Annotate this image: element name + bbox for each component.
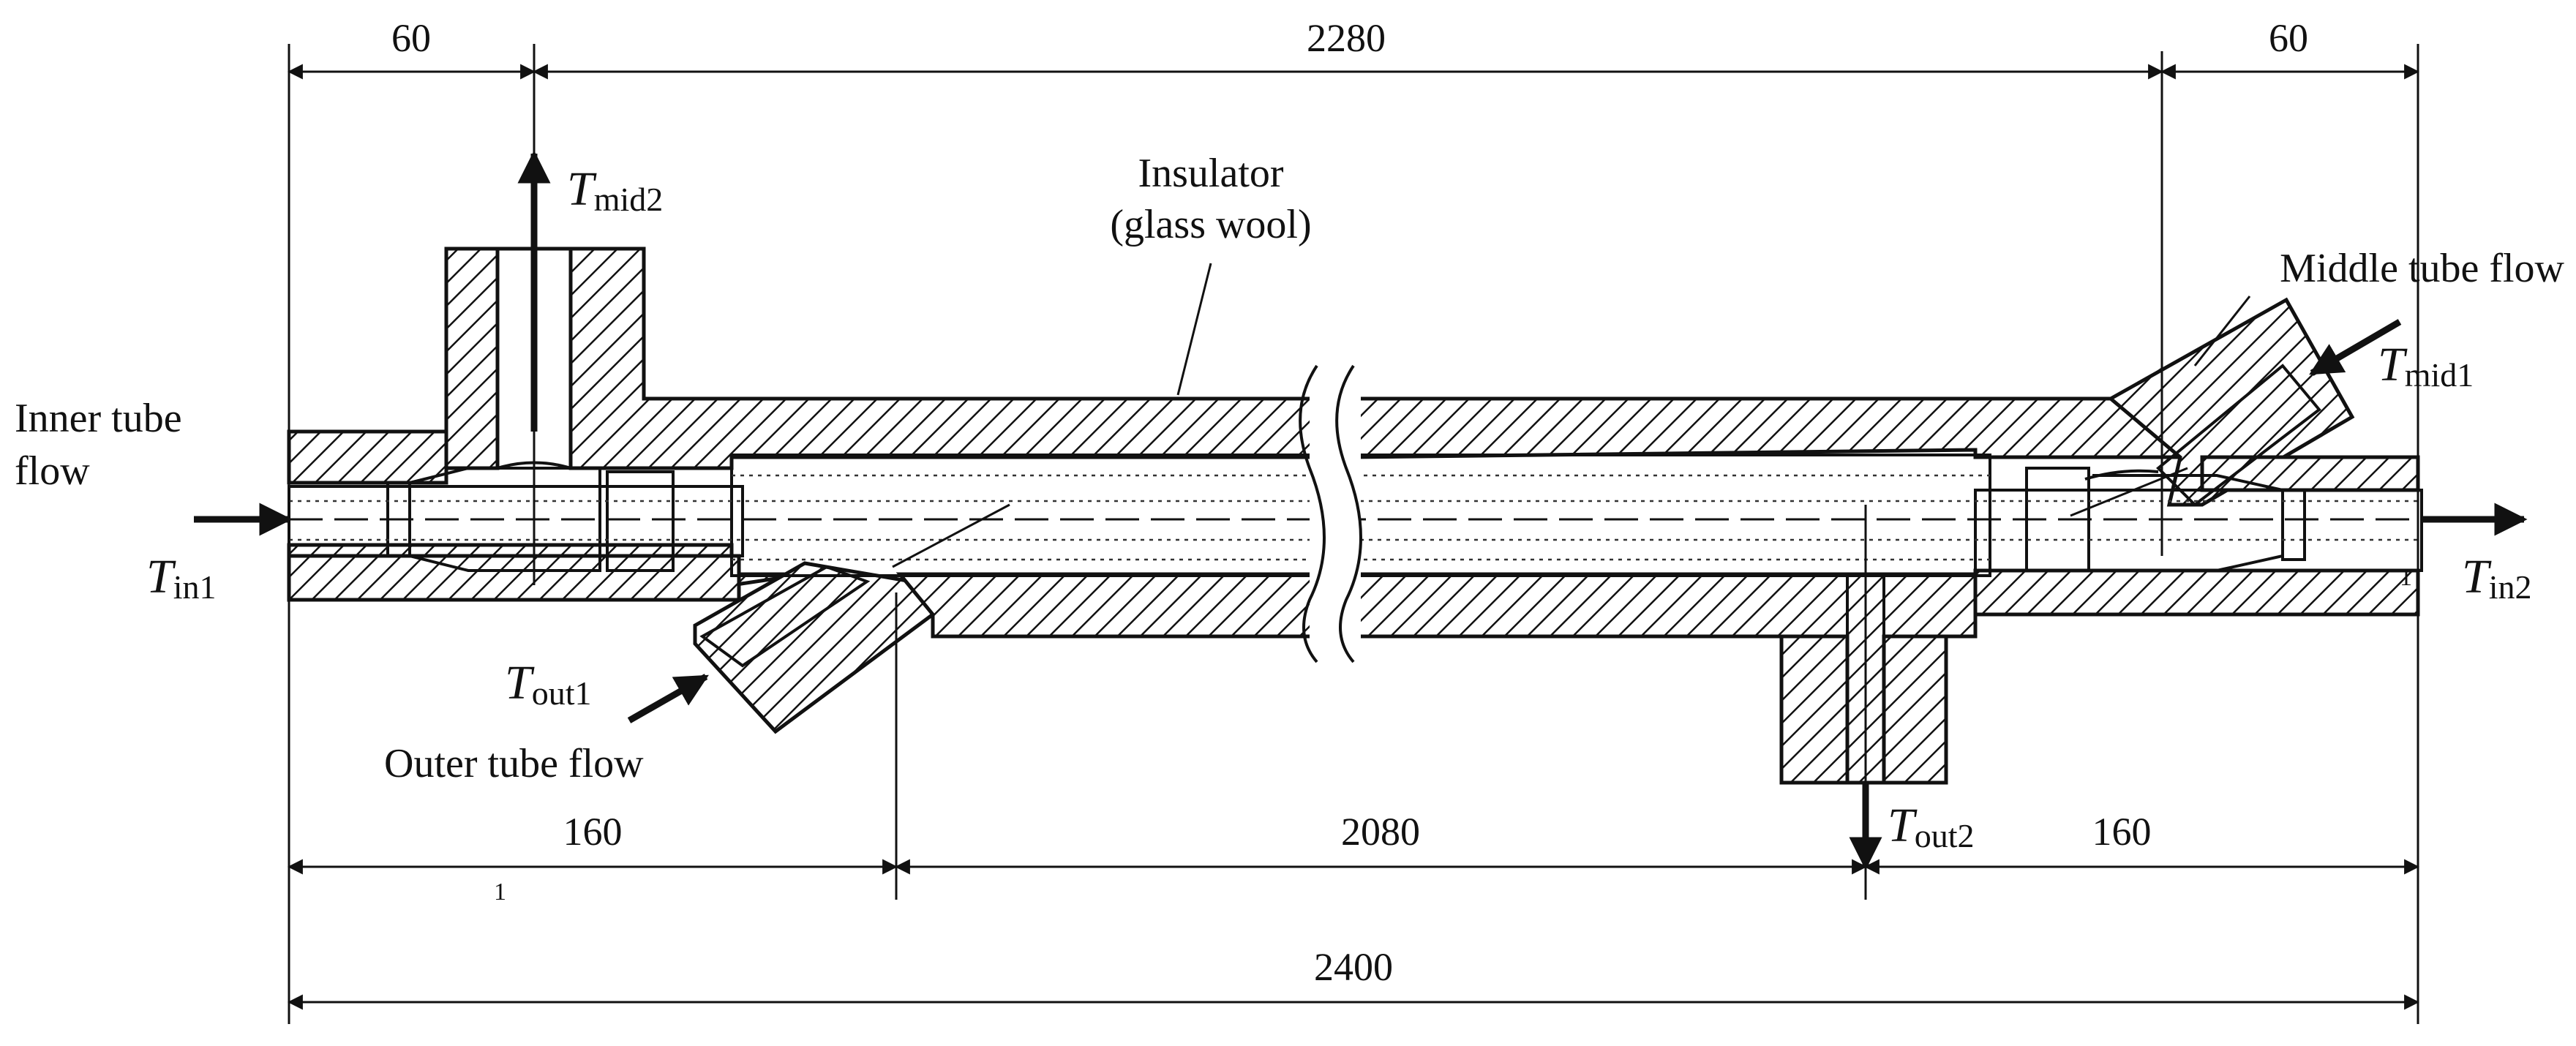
t-out1-label: Tout1: [505, 656, 592, 712]
dim-bottom-middle: 2080: [1341, 810, 1420, 854]
arrow-t-out1: [627, 674, 709, 723]
left-end-upper: [287, 429, 448, 485]
lower-wall-left-band: [287, 554, 741, 602]
dim-overall: 2400: [1314, 945, 1393, 989]
t-mid1-label: Tmid1: [2378, 338, 2474, 394]
right-inlet-housing: [2107, 297, 2355, 507]
upper-wall-right: [1351, 367, 2197, 459]
leader-lines: [892, 263, 2251, 568]
temperature-symbols: Tmid2 Tmid1 Tin1 Tin2 Tout1 Tout2: [146, 162, 2532, 854]
inner-tube-flow-label: Inner tube: [15, 396, 182, 441]
left-angled-channel: [699, 565, 871, 668]
stray-marks: 1 1: [494, 564, 2412, 906]
t-out2-label: Tout2: [1888, 799, 1975, 854]
dim-top-left: 60: [391, 16, 431, 60]
outer-tube-flow-label: Outer tube flow: [384, 741, 644, 786]
t-mid2-label: Tmid2: [567, 162, 663, 218]
arrow-t-mid1: [2309, 319, 2402, 376]
dimension-lines: [287, 44, 2420, 1024]
text-labels: Insulator (glass wool) Middle tube flow …: [15, 151, 2565, 786]
right-angled-channel: [2156, 364, 2321, 507]
dim-top-right: 60: [2269, 16, 2308, 60]
stray-mark-1: 1: [494, 878, 506, 906]
t-in2-label: Tin2: [2462, 550, 2532, 606]
lower-wall-main-left: [895, 572, 1319, 639]
flow-arrows: [194, 150, 2528, 870]
dim-top-middle: 2280: [1307, 16, 1386, 60]
stray-mark-2: 1: [2400, 564, 2412, 591]
insulator-label: Insulator: [1138, 151, 1283, 196]
inner-tube-flow-label-2: flow: [15, 448, 90, 494]
dimension-labels: 60 2280 60 160 2080 160 2400: [391, 16, 2308, 989]
dim-bottom-right: 160: [2092, 810, 2152, 854]
insulator-label-sub: (glass wool): [1110, 202, 1311, 247]
break-mark: [1299, 364, 1362, 663]
dim-bottom-left: 160: [563, 810, 623, 854]
middle-tube-flow-label: Middle tube flow: [2280, 246, 2564, 291]
right-end-lower: [1973, 568, 2420, 617]
t-in1-label: Tin1: [146, 550, 217, 606]
